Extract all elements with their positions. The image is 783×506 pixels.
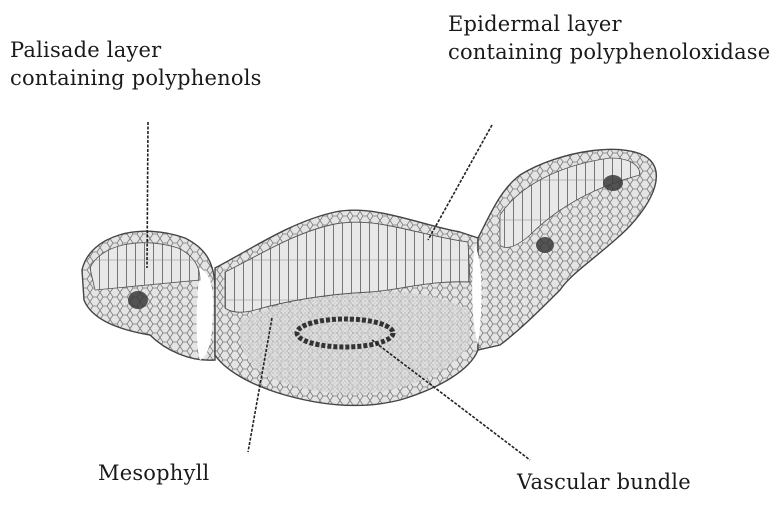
label-mesophyll: Mesophyll — [98, 459, 209, 487]
leader-epidermal — [428, 125, 492, 240]
label-palisade-layer: Palisade layer containing polyphenols — [10, 36, 262, 92]
label-vascular-bundle: Vascular bundle — [517, 468, 691, 496]
label-epidermal-line1: Epidermal layer — [448, 10, 770, 38]
vascular-bundle-right-2 — [603, 175, 623, 191]
vascular-bundle-left — [128, 291, 148, 309]
label-palisade-line2: containing polyphenols — [10, 64, 262, 92]
leader-palisade — [147, 122, 148, 268]
vascular-bundle-right-1 — [536, 237, 554, 253]
label-palisade-line1: Palisade layer — [10, 36, 262, 64]
label-epidermal-line2: containing polyphenoloxidase — [448, 38, 770, 66]
label-epidermal-layer: Epidermal layer containing polyphenoloxi… — [448, 10, 770, 66]
